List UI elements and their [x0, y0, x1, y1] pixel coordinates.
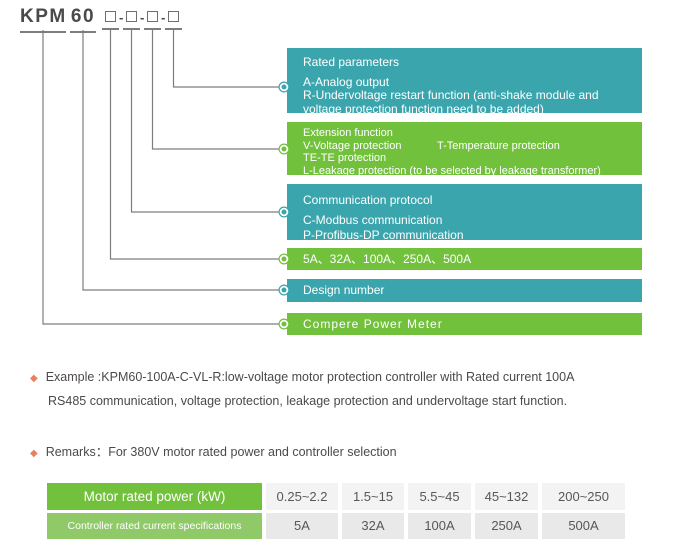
model-prefix: KPM [20, 6, 66, 33]
table-cell: 0.25~2.2 [266, 483, 338, 510]
box-line: TE-TE protection [303, 152, 387, 165]
table-cell: 5.5~45 [408, 483, 471, 510]
model-placeholder-group: - - - [102, 6, 182, 30]
connector-line [151, 30, 279, 150]
table-cell: 100A [408, 513, 471, 539]
row-header-current: Controller rated current specifications [47, 513, 262, 539]
example-line-1: ◆ Example :KPM60-100A-C-VL-R:low-voltage … [30, 366, 574, 390]
box-line: P-Profibus-DP communication [303, 228, 464, 242]
row-header-power: Motor rated power (kW) [47, 483, 262, 510]
box-label: 5A、32A、100A、250A、500A [303, 252, 472, 266]
box-line-col-a: V-Voltage protection [303, 139, 402, 152]
connector-line [109, 30, 279, 260]
placeholder-square-icon [168, 11, 179, 22]
separator-dash: - [119, 10, 124, 25]
example-line-2: RS485 communication, voltage protection,… [30, 390, 574, 413]
placeholder-square-icon [105, 11, 116, 22]
diamond-bullet-icon: ◆ [30, 448, 38, 459]
placeholder-slot-1 [102, 6, 119, 30]
table-cell: 200~250 [542, 483, 625, 510]
legend-box-current-ratings: 5A、32A、100A、250A、500A [287, 248, 642, 270]
table-cell: 5A [266, 513, 338, 539]
box-line: V-Voltage protection T-Temperature prote… [303, 140, 640, 153]
connector-line [172, 30, 279, 88]
placeholder-square-icon [147, 11, 158, 22]
table-cell: 500A [542, 513, 625, 539]
box-title: Communication protocol [303, 193, 433, 207]
table-cell: 32A [342, 513, 404, 539]
connector-line [130, 30, 279, 213]
selection-table: Motor rated power (kW) 0.25~2.2 1.5~15 5… [47, 483, 629, 542]
model-code-row: KPM 60 - - - [20, 6, 182, 33]
table-row-current: Controller rated current specifications … [47, 513, 629, 539]
box-label: Design number [303, 283, 385, 297]
diamond-bullet-icon: ◆ [30, 373, 38, 384]
connector-line [42, 30, 279, 325]
remarks-text: Remarks：For 380V motor rated power and c… [45, 445, 397, 459]
legend-box-extension-function: Extension function V-Voltage protection … [287, 122, 642, 178]
box-line: A-Analog output [303, 74, 390, 89]
legend-box-design-number: Design number [287, 279, 642, 302]
table-cell: 45~132 [475, 483, 538, 510]
placeholder-slot-4 [165, 6, 182, 30]
separator-dash: - [161, 10, 166, 25]
model-series: 60 [70, 6, 96, 33]
example-text-1: Example :KPM60-100A-C-VL-R:low-voltage m… [45, 370, 575, 384]
box-label: Compere Power Meter [303, 317, 443, 331]
legend-box-rated-parameters: Rated parameters A-Analog output R-Under… [287, 48, 642, 116]
placeholder-slot-2 [123, 6, 140, 30]
example-note: ◆ Example :KPM60-100A-C-VL-R:low-voltage … [30, 366, 574, 413]
separator-dash: - [140, 10, 145, 25]
example-text-2: RS485 communication, voltage protection,… [48, 394, 568, 408]
placeholder-slot-3 [144, 6, 161, 30]
table-cell: 1.5~15 [342, 483, 404, 510]
box-line: R-Undervoltage restart function (anti-sh… [303, 88, 599, 116]
remarks-note: ◆ Remarks：For 380V motor rated power and … [30, 441, 397, 465]
box-title: Rated parameters [303, 55, 400, 69]
legend-box-product-name: Compere Power Meter [287, 313, 642, 335]
box-line-col-b: T-Temperature protection [437, 139, 560, 152]
box-line: C-Modbus communication [303, 213, 443, 227]
legend-box-communication-protocol: Communication protocol C-Modbus communic… [287, 184, 642, 242]
table-row-power: Motor rated power (kW) 0.25~2.2 1.5~15 5… [47, 483, 629, 510]
connector-line [82, 30, 279, 291]
box-title: Extension function [303, 127, 393, 139]
table-cell: 250A [475, 513, 538, 539]
box-line: L-Leakage protection (to be selected by … [303, 165, 601, 178]
placeholder-square-icon [126, 11, 137, 22]
